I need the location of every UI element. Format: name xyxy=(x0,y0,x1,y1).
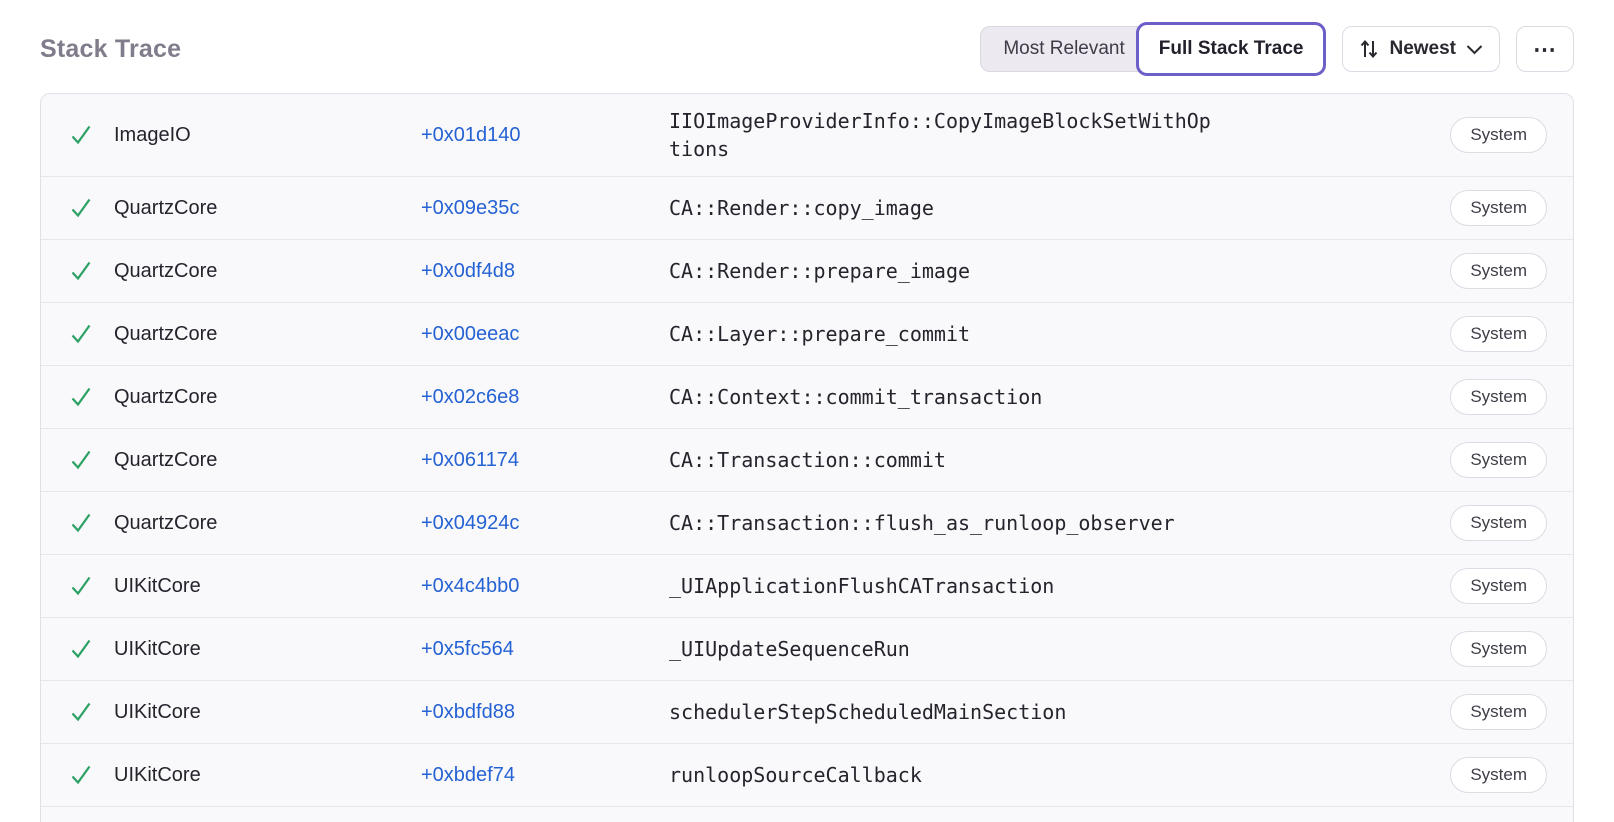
system-badge: System xyxy=(1450,442,1547,478)
frame-address-link[interactable]: +0xbdfd88 xyxy=(421,700,515,723)
full-stack-trace-button[interactable]: Full Stack Trace xyxy=(1135,22,1327,76)
check-icon xyxy=(68,321,94,347)
function-cell: CA::Transaction::commit xyxy=(669,446,1450,474)
function-name: CA::Context::commit_transaction xyxy=(669,385,1043,409)
stack-frame-row[interactable]: UIKitCore +0xbdfd88 schedulerStepSchedul… xyxy=(41,681,1573,744)
frame-address-link[interactable]: +0x4c4bb0 xyxy=(421,574,520,597)
check-icon xyxy=(68,258,94,284)
module-name: UIKitCore xyxy=(114,574,201,597)
system-badge: System xyxy=(1450,117,1547,153)
function-name: CA::Layer::prepare_commit xyxy=(669,322,971,346)
function-name: CA::Transaction::commit xyxy=(669,448,946,472)
stack-frame-row[interactable]: ImageIO +0x01d140 IIOImageProviderInfo::… xyxy=(41,94,1573,177)
system-badge: System xyxy=(1450,379,1547,415)
stack-trace-table: ImageIO +0x01d140 IIOImageProviderInfo::… xyxy=(40,93,1574,822)
frame-address-link[interactable]: +0x061174 xyxy=(421,448,520,471)
function-name: CA::Render::prepare_image xyxy=(669,259,971,283)
module-name: QuartzCore xyxy=(114,511,218,534)
function-cell: CA::Transaction::flush_as_runloop_observ… xyxy=(669,509,1450,537)
stack-frame-row[interactable]: QuartzCore +0x0df4d8 CA::Render::prepare… xyxy=(41,240,1573,303)
stack-frame-row[interactable]: UIKitCore +0x4c4bb0 _UIApplicationFlushC… xyxy=(41,555,1573,618)
module-name: QuartzCore xyxy=(114,259,218,282)
frame-address-link[interactable]: +0x5fc564 xyxy=(421,637,514,660)
function-cell: CA::Render::copy_image xyxy=(669,194,1450,222)
check-icon xyxy=(68,699,94,725)
function-name: IIOImageProviderInfo::CopyImageBlockSetW… xyxy=(669,109,1211,161)
function-name: schedulerStepScheduledMainSection xyxy=(669,700,1067,724)
check-icon xyxy=(68,762,94,788)
function-name: _UIUpdateSequenceRun xyxy=(669,637,910,661)
chevron-down-icon xyxy=(1466,44,1483,55)
most-relevant-button[interactable]: Most Relevant xyxy=(980,26,1148,72)
stack-frame-row[interactable]: QuartzCore +0x061174 CA::Transaction::co… xyxy=(41,429,1573,492)
frame-address-link[interactable]: +0x00eeac xyxy=(421,322,520,345)
system-badge: System xyxy=(1450,568,1547,604)
frame-address-link[interactable]: +0x02c6e8 xyxy=(421,385,520,408)
module-name: UIKitCore xyxy=(114,700,201,723)
module-name: QuartzCore xyxy=(114,448,218,471)
ellipsis-icon: ⋯ xyxy=(1533,35,1557,62)
sort-order-label: Newest xyxy=(1389,38,1456,59)
sort-arrows-icon xyxy=(1359,38,1379,60)
function-cell: IIOImageProviderInfo::CopyImageBlockSetW… xyxy=(669,107,1450,163)
sort-order-button[interactable]: Newest xyxy=(1342,26,1500,72)
module-name: QuartzCore xyxy=(114,322,218,345)
check-icon xyxy=(68,122,94,148)
frame-address-link[interactable]: +0x0df4d8 xyxy=(421,259,515,282)
function-cell: runloopSourceCallback xyxy=(669,761,1450,789)
system-badge: System xyxy=(1450,694,1547,730)
stack-frame-row[interactable]: QuartzCore +0x04924c CA::Transaction::fl… xyxy=(41,492,1573,555)
frame-address-link[interactable]: +0x04924c xyxy=(421,511,520,534)
module-name: QuartzCore xyxy=(114,196,218,219)
check-icon xyxy=(68,510,94,536)
system-badge: System xyxy=(1450,505,1547,541)
stack-frame-row[interactable]: QuartzCore +0x00eeac CA::Layer::prepare_… xyxy=(41,303,1573,366)
overflow-menu-button[interactable]: ⋯ xyxy=(1516,26,1574,72)
check-icon xyxy=(68,636,94,662)
check-icon xyxy=(68,573,94,599)
check-icon xyxy=(68,195,94,221)
system-badge: System xyxy=(1450,316,1547,352)
module-name: UIKitCore xyxy=(114,763,201,786)
module-name: QuartzCore xyxy=(114,385,218,408)
frame-address-link[interactable]: +0x09e35c xyxy=(421,196,520,219)
stack-frame-row[interactable]: QuartzCore +0x09e35c CA::Render::copy_im… xyxy=(41,177,1573,240)
module-name: UIKitCore xyxy=(114,637,201,660)
function-cell: CA::Context::commit_transaction xyxy=(669,383,1450,411)
module-name: ImageIO xyxy=(114,123,191,146)
function-name: CA::Render::copy_image xyxy=(669,196,934,220)
panel-header: Stack Trace Most Relevant Full Stack Tra… xyxy=(40,0,1574,78)
header-controls: Most Relevant Full Stack Trace Newest xyxy=(980,22,1574,76)
frame-address-link[interactable]: +0x01d140 xyxy=(421,123,521,146)
system-badge: System xyxy=(1450,631,1547,667)
function-cell: _UIUpdateSequenceRun xyxy=(669,635,1450,663)
function-cell: _UIApplicationFlushCATransaction xyxy=(669,572,1450,600)
check-icon xyxy=(68,447,94,473)
system-badge: System xyxy=(1450,253,1547,289)
function-cell: CA::Layer::prepare_commit xyxy=(669,320,1450,348)
frame-address-link[interactable]: +0xbdef74 xyxy=(421,763,515,786)
function-name: runloopSourceCallback xyxy=(669,763,922,787)
check-icon xyxy=(68,384,94,410)
function-cell: schedulerStepScheduledMainSection xyxy=(669,698,1450,726)
stack-frame-row[interactable]: QuartzCore +0x02c6e8 CA::Context::commit… xyxy=(41,366,1573,429)
stack-frame-row[interactable]: UIKitCore +0x5fc564 _UIUpdateSequenceRun… xyxy=(41,618,1573,681)
view-mode-segmented-control: Most Relevant Full Stack Trace xyxy=(980,22,1327,76)
function-name: _UIApplicationFlushCATransaction xyxy=(669,574,1055,598)
page-title: Stack Trace xyxy=(40,34,182,63)
function-cell: CA::Render::prepare_image xyxy=(669,257,1450,285)
stack-frame-row[interactable]: UIKitCore +0xbdef74 runloopSourceCallbac… xyxy=(41,744,1573,807)
system-badge: System xyxy=(1450,190,1547,226)
function-name: CA::Transaction::flush_as_runloop_observ… xyxy=(669,511,1175,535)
system-badge: System xyxy=(1450,757,1547,793)
